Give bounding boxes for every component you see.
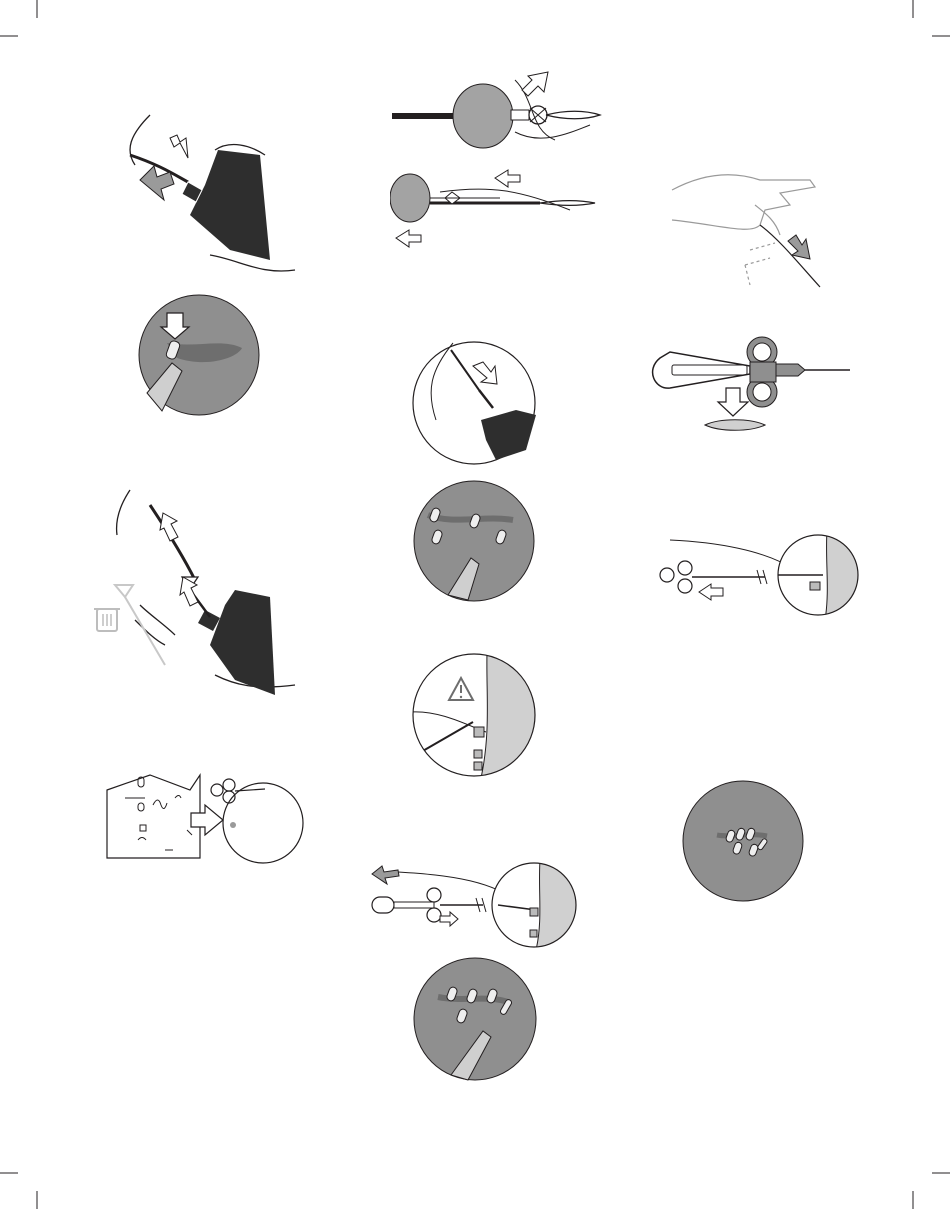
up-left-arrow-icon bbox=[522, 72, 548, 96]
fig-multiple-clips-view bbox=[413, 480, 535, 602]
trash-icon bbox=[94, 609, 120, 631]
fig-final-clips-view bbox=[413, 957, 537, 1081]
left-arrow-icon bbox=[699, 584, 723, 600]
fig-clip-placement-view bbox=[137, 293, 261, 417]
fig-applier-withdraw bbox=[655, 530, 860, 620]
fig-device-release bbox=[110, 110, 310, 280]
fig-balloon-pull bbox=[390, 70, 610, 250]
fig-warning-closeup bbox=[411, 652, 537, 778]
right-arrow-icon bbox=[440, 912, 458, 926]
down-arrow-icon bbox=[718, 388, 748, 416]
fig-clips-overview bbox=[682, 780, 804, 902]
fig-applier-retract bbox=[368, 860, 578, 950]
fig-package-removal bbox=[105, 765, 315, 870]
up-arrow-icon bbox=[160, 513, 198, 606]
left-arrow-icon bbox=[372, 866, 399, 884]
fig-tip-insert-closeup bbox=[411, 340, 537, 466]
fig-device-removal bbox=[85, 485, 305, 700]
fig-hand-tissue bbox=[670, 165, 840, 290]
fig-applier-handle bbox=[650, 330, 855, 445]
release-arrow-icon bbox=[170, 135, 188, 158]
